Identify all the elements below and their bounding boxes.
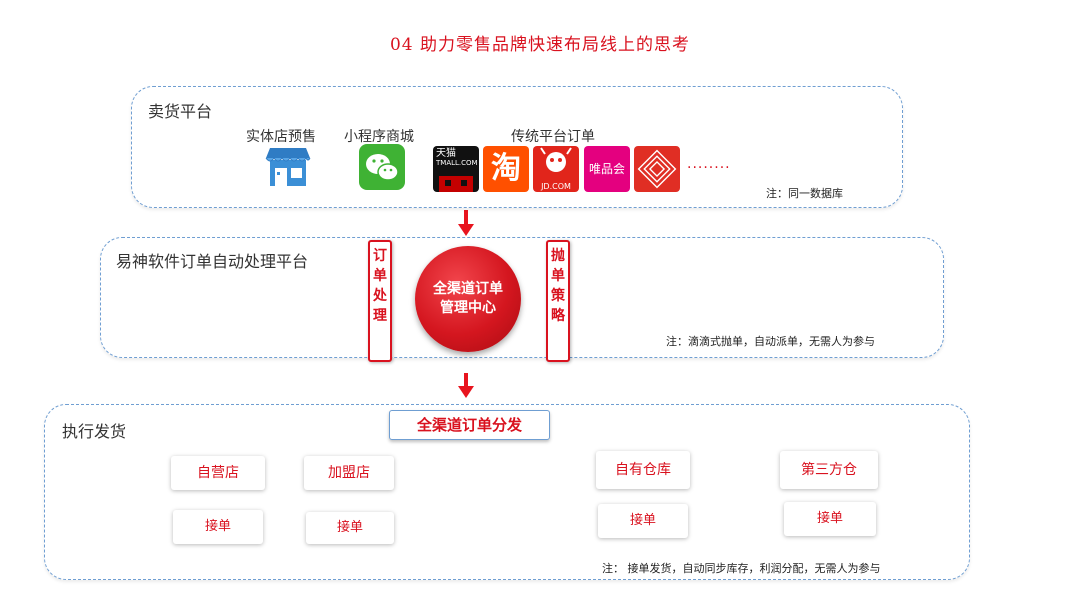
fulfillment-title: 执行发货 [62,422,127,441]
target-self-operated-store: 自营店 [171,456,265,490]
center-line-2: 管理中心 [440,300,496,316]
taobao-logo: 淘 [483,146,529,192]
target-own-warehouse: 自有仓库 [596,451,690,489]
down-arrow-2 [458,373,474,398]
accept-order-franchise: 接单 [306,512,394,544]
order-processing-box: 订单处理 [368,240,392,362]
vip-logo: 唯品会 [584,146,630,192]
dispatch-strategy-box: 抛单策略 [546,240,570,362]
order-management-center: 全渠道订单 管理中心 [415,246,521,352]
pinduoduo-logo [634,146,680,192]
tmall-logo-en: TMALL.COM [436,159,478,167]
order-processing-title: 易神软件订单自动处理平台 [116,252,309,271]
store-presale-label: 实体店预售 [246,129,316,145]
same-database-note: 注：同一数据库 [766,187,843,200]
tmall-logo: 天猫 TMALL.COM [433,146,479,192]
center-line-1: 全渠道订单 [433,281,503,297]
accept-order-self-store: 接单 [173,510,263,544]
traditional-platform-label: 传统平台订单 [511,129,595,145]
order-processing-panel [100,237,944,358]
accept-order-third-party: 接单 [784,502,876,536]
tmall-logo-cn: 天猫 [436,148,456,159]
sales-platform-title: 卖货平台 [148,102,213,121]
fulfillment-note: 注： 接单发货，自动同步库存，利润分配，无需人为参与 [602,562,881,575]
jd-logo-text: JD.COM [541,182,571,191]
jd-logo: JD.COM [533,146,579,192]
miniprogram-label: 小程序商城 [344,129,414,145]
accept-order-own-warehouse: 接单 [598,504,688,538]
target-third-party-warehouse: 第三方仓 [780,451,878,489]
order-distribution-label: 全渠道订单分发 [389,410,550,440]
target-franchise-store: 加盟店 [304,456,394,490]
down-arrow-1 [458,210,474,236]
wechat-miniprogram-icon [359,144,405,190]
more-platforms-ellipsis: ········ [687,160,731,176]
auto-dispatch-note: 注：滴滴式抛单，自动派单，无需人为参与 [666,335,875,348]
storefront-icon [265,148,311,186]
page-title: 04 助力零售品牌快速布局线上的思考 [389,35,691,55]
